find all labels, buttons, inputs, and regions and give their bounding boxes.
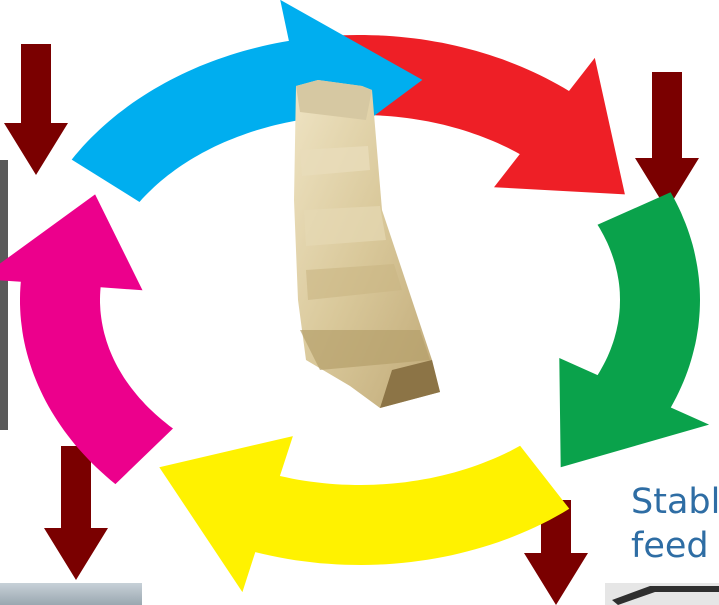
fragment-line-1: Stabl (631, 480, 719, 524)
fragment-line-2: feed (631, 524, 719, 568)
cycle-arrow-yellow (159, 436, 569, 592)
down-arrow-2 (635, 72, 699, 210)
left-photo-fragment (0, 160, 8, 430)
cycle-arrow-magenta (0, 194, 173, 484)
cheese-wedge-image (294, 80, 440, 408)
cycle-arrow-green (559, 192, 709, 467)
bottom-right-photo-fragment (605, 583, 719, 605)
bottom-left-photo-fragment (0, 583, 142, 605)
partial-text-fragment: Stabl feed (631, 480, 719, 568)
down-arrow-1 (4, 44, 68, 175)
